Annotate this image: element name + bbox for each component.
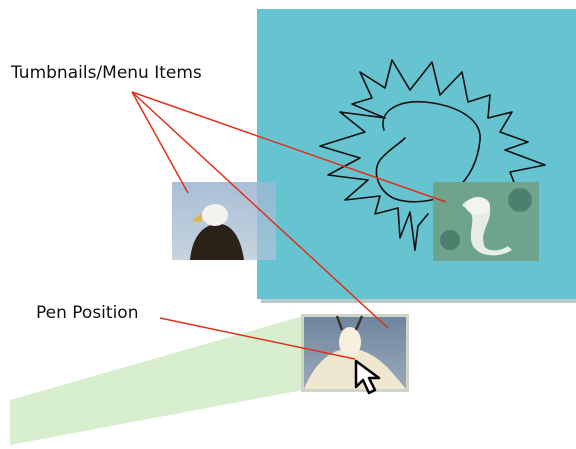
thumbnail-eagle[interactable] [172, 182, 276, 260]
view-frustum [10, 316, 303, 445]
thumbnail-ferret[interactable] [433, 182, 539, 261]
thumbnails-label: Tumbnails/Menu Items [11, 63, 202, 83]
leader-line-eagle [132, 92, 188, 193]
pen-position-label: Pen Position [36, 303, 138, 323]
